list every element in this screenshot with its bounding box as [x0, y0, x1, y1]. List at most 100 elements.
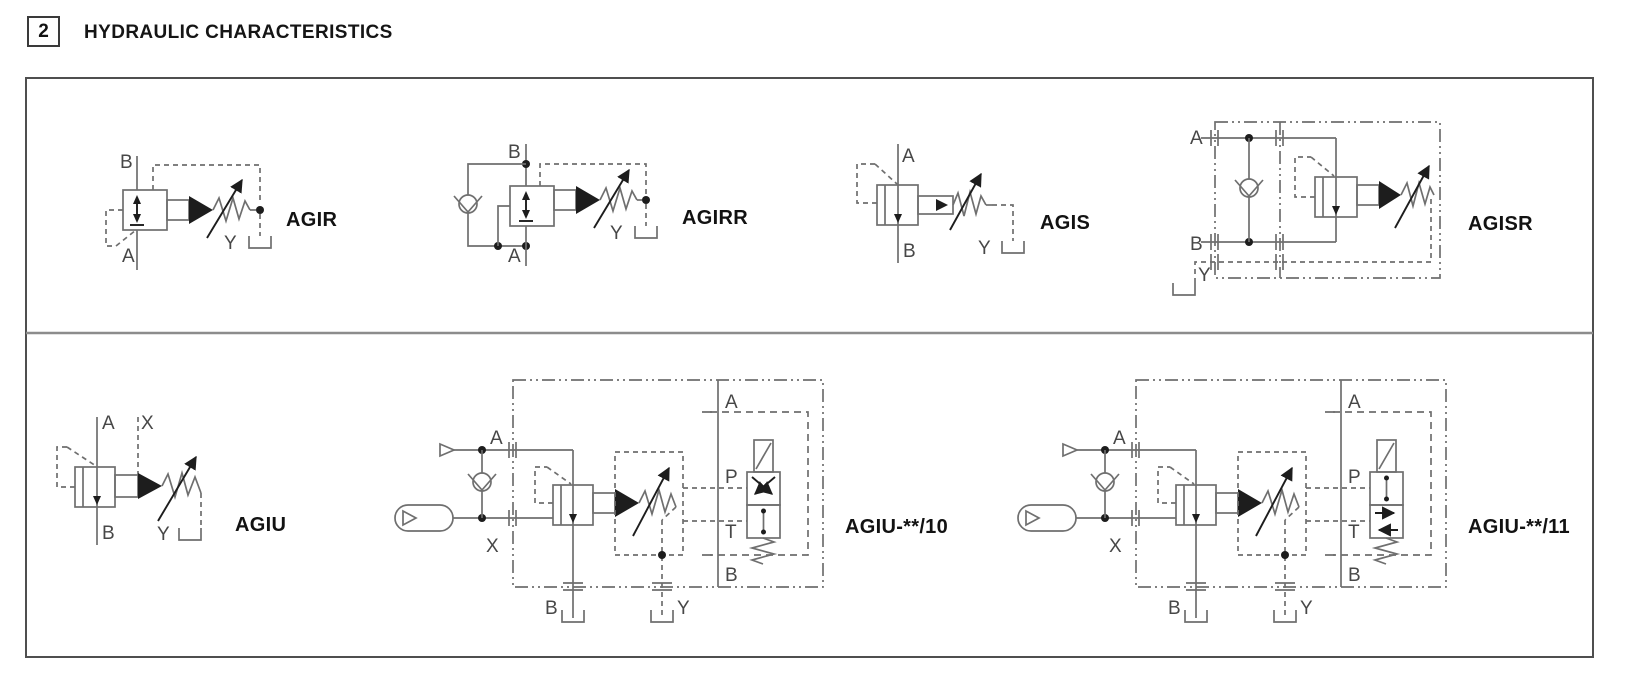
agiu11-port-b: B: [1168, 598, 1181, 619]
agir-diagram: B A Y AGIR: [105, 152, 337, 270]
drain-icon: [1184, 610, 1208, 623]
pilot-stubs: [683, 487, 747, 522]
drain-icon: [634, 226, 658, 239]
relief-valve-icon: [122, 189, 168, 231]
agiu11-port-a: A: [1113, 428, 1126, 449]
agisr-port-a: A: [1190, 128, 1203, 149]
agiu11-diagram: A X B: [1017, 379, 1570, 623]
agiu-port-b: B: [102, 523, 115, 544]
corner-ticks: [702, 411, 712, 556]
relief-valve-icon: [552, 484, 594, 526]
agiu11-sol-port-a: A: [1348, 392, 1361, 413]
flow-triangle-icon: [936, 199, 948, 211]
pilot-line: [56, 446, 75, 488]
flow-triangle-icon: [1379, 181, 1401, 209]
check-valve-icon: [1090, 472, 1120, 492]
junction-dot: [642, 196, 650, 204]
drain-icon: [1001, 241, 1025, 254]
port-ticks: [1210, 254, 1284, 270]
pilot-line: [856, 163, 877, 204]
drain-line: [1194, 199, 1432, 283]
adjustable-spring-icon: [157, 455, 202, 522]
agiu10-sol-port-t: T: [725, 522, 737, 543]
junction-dot: [658, 551, 666, 559]
manifold-enclosure: [1214, 121, 1441, 279]
drain-icon: [650, 610, 674, 623]
port-ticks: [1275, 582, 1295, 591]
relief-valve-icon: [509, 185, 555, 227]
agiu10-port-y: Y: [677, 598, 690, 619]
port-ticks: [508, 442, 517, 458]
junction-dot: [256, 206, 264, 214]
adjustable-spring-icon: [949, 172, 992, 231]
agiu11-label: AGIU-**/11: [1468, 516, 1570, 538]
port-ticks: [563, 582, 583, 591]
drain-icon: [1273, 610, 1297, 623]
agiu10-port-b: B: [545, 598, 558, 619]
table-frame: [25, 77, 1594, 658]
flow-triangle-icon: [1238, 489, 1262, 517]
solenoid-valve-box: [710, 411, 809, 556]
agirr-port-b: B: [508, 142, 521, 163]
agiu10-diagram: A X B: [394, 379, 948, 623]
agiu10-sol-port-a: A: [725, 392, 738, 413]
flow-triangle-icon: [138, 473, 162, 499]
agis-diagram: A B Y AGIS: [856, 144, 1090, 263]
port-ticks: [652, 582, 672, 591]
agiu10-sol-port-p: P: [725, 467, 738, 488]
drain-icon: [1172, 283, 1196, 296]
drain-line: [1284, 506, 1300, 618]
section-number-box: 2: [27, 16, 60, 47]
accumulator-icon: [1017, 504, 1077, 532]
port-ticks: [1131, 510, 1140, 526]
agis-port-a: A: [902, 146, 915, 167]
junction-dot: [1281, 551, 1289, 559]
agisr-diagram: A B: [1172, 121, 1533, 296]
flow-triangle-icon: [576, 186, 600, 214]
section-number: 2: [38, 20, 49, 42]
agiu-port-x: X: [141, 413, 154, 434]
adjustable-spring-icon: [1255, 466, 1300, 537]
agiu-port-a: A: [102, 413, 115, 434]
agiu-diagram: A X B Y AGIU: [56, 413, 286, 545]
agirr-port-a: A: [508, 246, 521, 267]
vent-line: [152, 164, 261, 204]
agir-label: AGIR: [286, 209, 337, 231]
adjustable-spring-icon: [632, 466, 677, 537]
drain-icon: [561, 610, 585, 623]
adjustable-spring-icon: [1394, 164, 1435, 229]
agisr-port-y: Y: [1198, 265, 1211, 286]
pilot-line: [534, 466, 553, 504]
vent-line: [539, 163, 647, 194]
port-ticks: [508, 510, 517, 526]
agirr-port-y: Y: [610, 223, 623, 244]
agirr-label: AGIRR: [682, 207, 748, 229]
agis-port-b: B: [903, 241, 916, 262]
solenoid-valve-box: [1333, 411, 1432, 556]
agiu10-sol-port-b: B: [725, 565, 738, 586]
agiu-port-y: Y: [157, 524, 170, 545]
solenoid-valve-icon: [746, 439, 781, 565]
port-ticks: [1186, 582, 1206, 591]
agiu11-sol-port-t: T: [1348, 522, 1360, 543]
agiu10-label: AGIU-**/10: [845, 516, 948, 538]
accumulator-icon: [394, 504, 454, 532]
page-title: HYDRAULIC CHARACTERISTICS: [84, 22, 393, 43]
pilot-line: [1294, 156, 1315, 198]
manifold-enclosure: [1135, 379, 1447, 588]
pilot-line: [1157, 466, 1176, 504]
relief-valve-icon: [1314, 176, 1358, 218]
agiu11-port-x: X: [1109, 536, 1122, 557]
agiu11-sol-port-p: P: [1348, 467, 1361, 488]
vent-box: [1237, 451, 1307, 556]
pilot-line: [105, 209, 123, 247]
corner-ticks: [1325, 411, 1335, 556]
drain-line: [992, 204, 1014, 241]
agis-label: AGIS: [1040, 212, 1090, 234]
agir-port-y: Y: [224, 233, 237, 254]
agirr-diagram: B A: [453, 142, 748, 267]
solenoid-valve-icon: [1369, 439, 1404, 565]
drain-icon: [178, 528, 202, 541]
